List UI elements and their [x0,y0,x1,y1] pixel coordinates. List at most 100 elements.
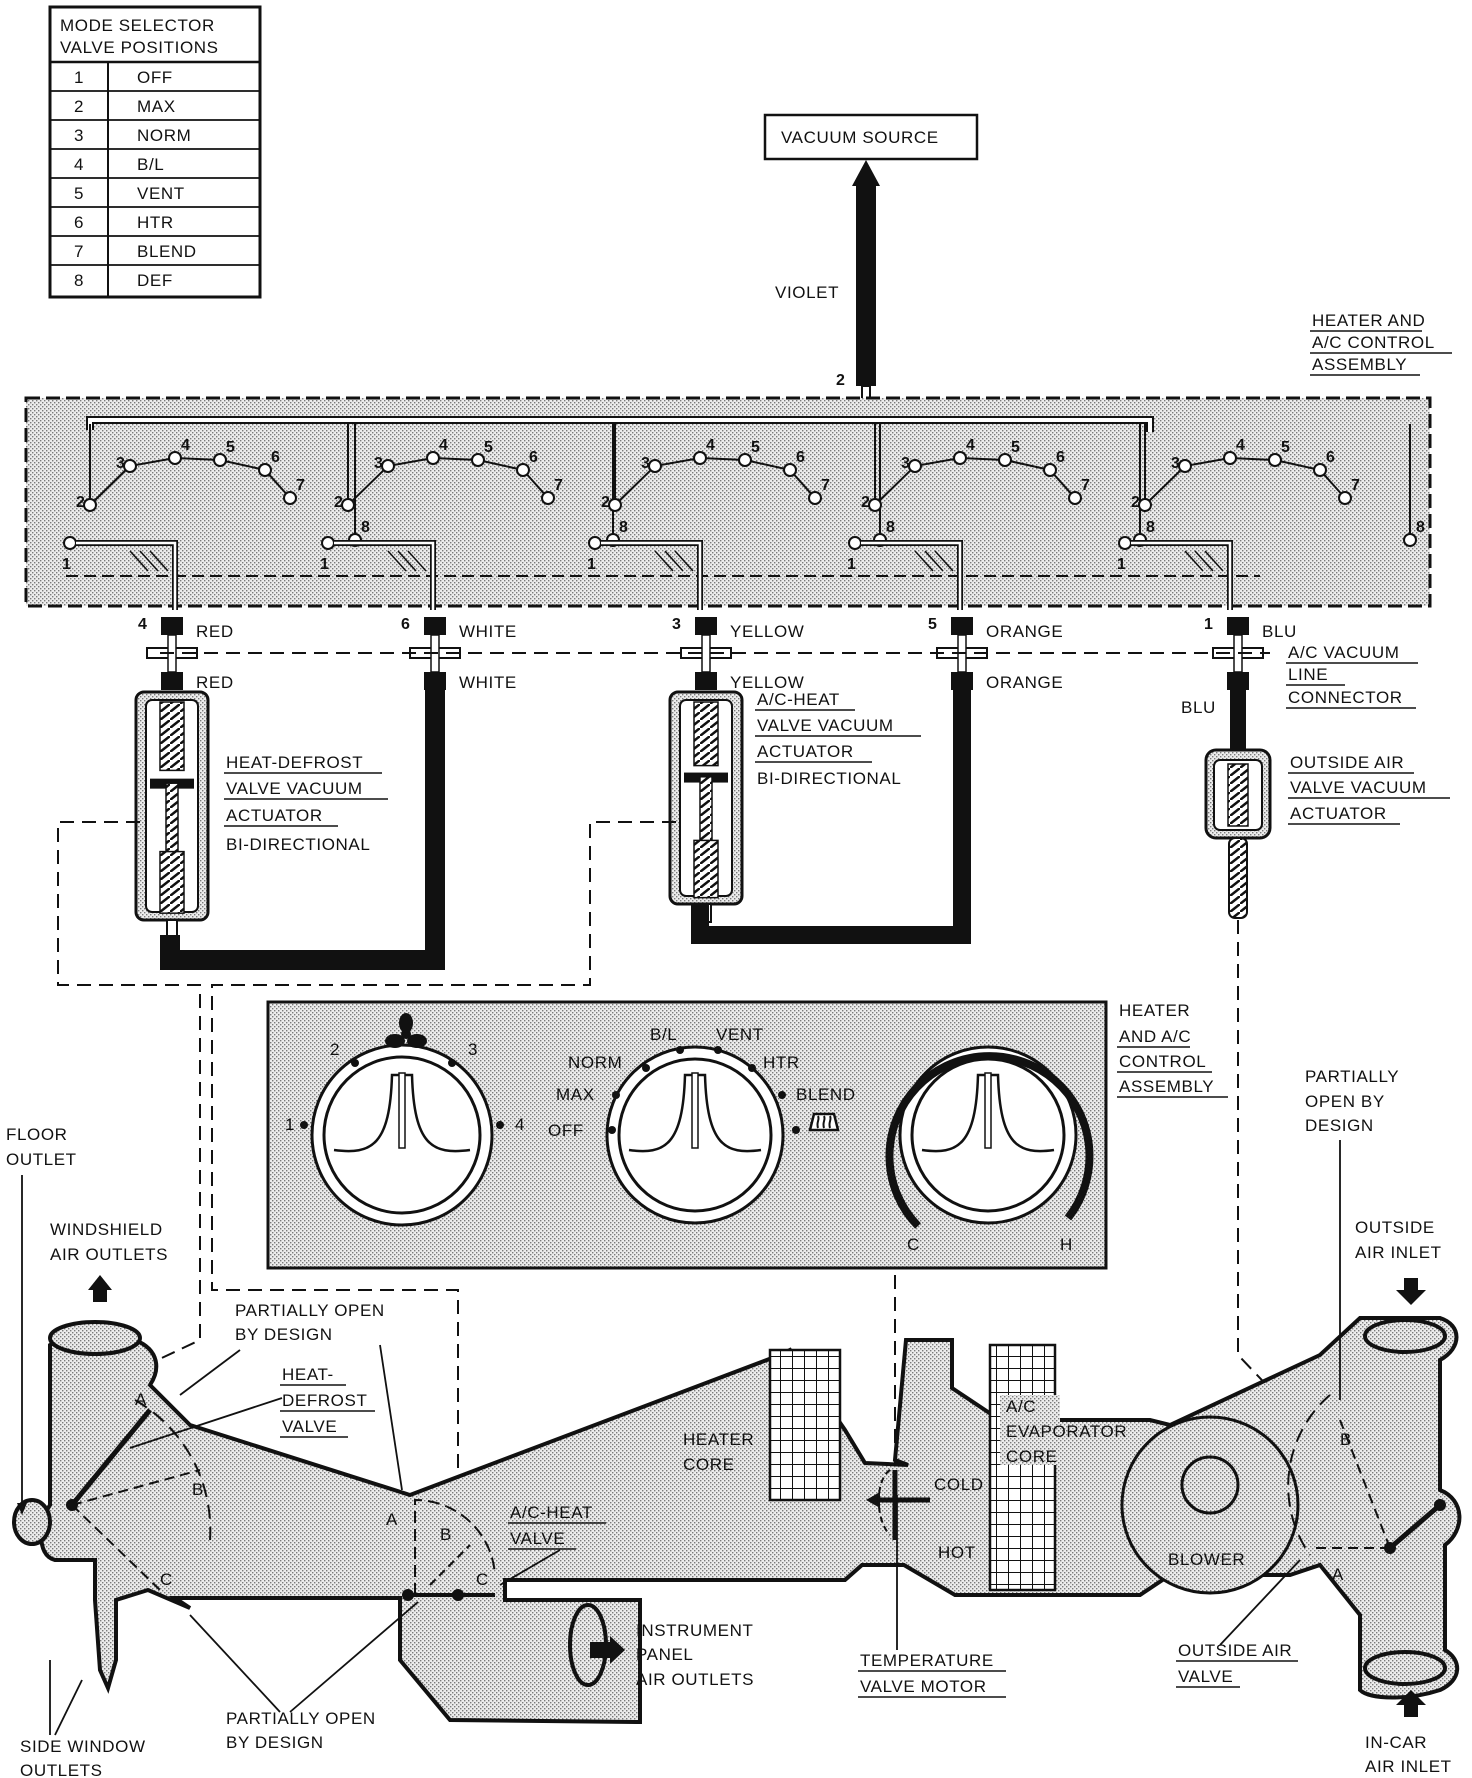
mode-selector-knob[interactable] [605,1045,785,1225]
svg-text:PARTIALLY OPEN: PARTIALLY OPEN [226,1709,376,1728]
legend-row-number: 5 [74,184,84,203]
valve-position-number: 7 [554,477,564,494]
legend-row-label: B/L [137,155,164,174]
valve-position-port [258,463,272,477]
valve-position-number: 5 [751,439,761,456]
svg-text:A: A [135,1390,147,1409]
valve-position-number: 4 [706,437,716,454]
fan-speed-knob[interactable] [310,1043,494,1227]
valve-position-number: 5 [1281,439,1291,456]
svg-text:OUTLET: OUTLET [6,1150,77,1169]
heat-defrost-actuator [134,690,210,939]
svg-text:ACTUATOR: ACTUATOR [1290,804,1387,823]
legend-row-label: NORM [137,126,191,145]
svg-text:BI-DIRECTIONAL: BI-DIRECTIONAL [226,835,370,854]
valve-position-port [1223,451,1237,465]
svg-text:A/C VACUUM: A/C VACUUM [1288,643,1399,662]
port-color-lower: ORANGE [986,673,1063,692]
valve-position-number: 4 [1236,437,1246,454]
valve-position-port [516,463,530,477]
valve-position-number: 4 [181,437,191,454]
port-number: 5 [928,616,938,633]
port-color: YELLOW [730,622,804,641]
legend-title-1: MODE SELECTOR [60,16,215,35]
valve-position-port [648,459,662,473]
valve-position-port [1043,463,1057,477]
legend-row-label: DEF [137,271,173,290]
svg-text:AND A/C: AND A/C [1119,1027,1191,1046]
port-color-lower: BLU [1181,698,1216,717]
temp-hot-label: H [1060,1235,1073,1254]
svg-text:C: C [160,1570,173,1589]
fan-position-label: 2 [330,1040,340,1059]
svg-text:CONNECTOR: CONNECTOR [1288,688,1403,707]
valve-position-port [848,536,862,550]
svg-text:EVAPORATOR: EVAPORATOR [1006,1422,1127,1441]
legend-row-label: VENT [137,184,185,203]
svg-text:C: C [476,1570,489,1589]
svg-text:VALVE VACUUM: VALVE VACUUM [226,779,363,798]
svg-text:B: B [440,1525,452,1544]
svg-text:A: A [386,1510,398,1529]
svg-text:CONTROL: CONTROL [1119,1052,1206,1071]
outside-air-actuator [1204,748,1272,919]
svg-text:A/C CONTROL: A/C CONTROL [1312,333,1435,352]
valve-position-number: 2 [76,494,86,511]
legend-row-label: MAX [137,97,176,116]
svg-text:OUTSIDE: OUTSIDE [1355,1218,1435,1237]
svg-text:CORE: CORE [1006,1447,1058,1466]
mode-position-label: OFF [548,1121,584,1140]
svg-text:HEATER: HEATER [1119,1001,1190,1020]
svg-text:OUTSIDE AIR: OUTSIDE AIR [1290,753,1404,772]
valve-position-number: 4 [966,437,976,454]
svg-text:FLOOR: FLOOR [6,1125,68,1144]
ac-vacuum-connector-label: A/C VACUUM LINE CONNECTOR [1286,643,1418,709]
valve-position-number: 8 [1416,519,1426,536]
port-number: 1 [1204,616,1214,633]
valve-position-number: 2 [861,494,871,511]
mode-position-label: VENT [716,1025,764,1044]
svg-text:PANEL: PANEL [636,1645,694,1664]
svg-text:VALVE MOTOR: VALVE MOTOR [860,1677,987,1696]
svg-text:HEATER AND: HEATER AND [1312,311,1425,330]
valve-position-port [123,459,137,473]
svg-text:OUTLETS: OUTLETS [20,1761,103,1778]
port-color: RED [196,622,234,641]
valve-position-number: 5 [484,439,494,456]
svg-text:VALVE: VALVE [510,1529,565,1548]
vacuum-source: VACUUM SOURCE VIOLET 2 [763,113,979,419]
violet-label: VIOLET [775,283,839,302]
svg-text:A/C: A/C [1006,1397,1036,1416]
hose-connector [424,617,446,635]
valve-position-port [1313,463,1327,477]
valve-position-port [953,451,967,465]
hose-connector [161,617,183,635]
heat-defrost-actuator-label: HEAT-DEFROST VALVE VACUUM ACTUATOR BI-DI… [224,753,388,854]
svg-text:AIR INLET: AIR INLET [1365,1757,1452,1776]
ac-heat-actuator [668,690,744,923]
port-number: 4 [138,616,148,633]
fan-icon [385,1013,427,1048]
valve-position-port [168,451,182,465]
svg-text:CORE: CORE [683,1455,735,1474]
hose-connector [1227,617,1249,635]
valve-position-number: 7 [1081,477,1091,494]
valve-position-number: 3 [901,455,911,472]
svg-text:DEFROST: DEFROST [282,1391,367,1410]
legend-row-number: 1 [74,68,84,87]
valve-position-port [213,453,227,467]
svg-text:ACTUATOR: ACTUATOR [226,806,323,825]
svg-text:BI-DIRECTIONAL: BI-DIRECTIONAL [757,769,901,788]
temperature-knob[interactable] [898,1045,1078,1225]
svg-text:BY DESIGN: BY DESIGN [235,1325,333,1344]
mode-position-label: NORM [568,1053,622,1072]
valve-position-number: 6 [1326,449,1336,466]
legend-row-number: 6 [74,213,84,232]
outside-air-actuator-label: OUTSIDE AIR VALVE VACUUM ACTUATOR [1288,753,1450,825]
legend-row-number: 4 [74,155,84,174]
valve-position-number: 2 [1131,494,1141,511]
valve-position-number: 6 [796,449,806,466]
valve-position-port [1138,498,1152,512]
valve-position-port [283,491,297,505]
